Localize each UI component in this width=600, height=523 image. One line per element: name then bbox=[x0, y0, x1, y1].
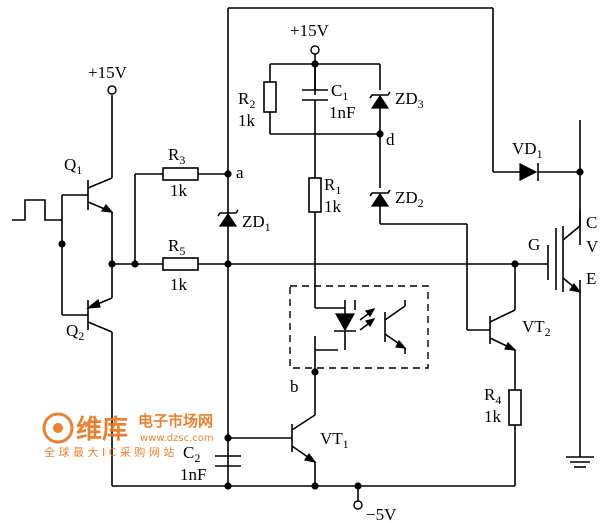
vt1-label: VT1 bbox=[320, 429, 349, 451]
vt2-label: VT2 bbox=[522, 317, 551, 339]
labels: +15V +15V −5V Q1 Q2 R3 1k R5 1k a d b ZD… bbox=[64, 21, 599, 523]
watermark-brand: 维库 bbox=[76, 414, 128, 445]
transistor-vt1 bbox=[291, 414, 317, 463]
r1-value: 1k bbox=[324, 197, 342, 216]
igbt-collector-label: C bbox=[586, 213, 597, 232]
c1-value: 1nF bbox=[329, 103, 355, 122]
r2-value: 1k bbox=[238, 111, 256, 130]
c2-label: C2 bbox=[183, 443, 200, 465]
resistor-r2 bbox=[263, 81, 277, 113]
zener-zd3 bbox=[369, 91, 391, 109]
c1-label: C1 bbox=[331, 81, 348, 103]
igbt-v-label: V bbox=[586, 237, 599, 256]
node-d-label: d bbox=[386, 130, 395, 149]
wires bbox=[12, 7, 594, 501]
r5-label: R5 bbox=[168, 236, 185, 258]
resistor-r1 bbox=[308, 177, 322, 213]
supply-label-top: +15V bbox=[290, 21, 330, 40]
r3-value: 1k bbox=[170, 181, 188, 200]
watermark: 维库 电子市场网 www.dzsc.com 全 球 最 大 I C 采 购 网 … bbox=[42, 412, 214, 459]
zd1-label: ZD1 bbox=[242, 212, 271, 234]
node-b-label: b bbox=[290, 377, 299, 396]
capacitor-c2 bbox=[215, 455, 241, 467]
optocoupler bbox=[289, 285, 429, 369]
r4-value: 1k bbox=[484, 407, 502, 426]
igbt-emitter-label: E bbox=[586, 269, 596, 288]
transistor-q1 bbox=[87, 177, 114, 213]
supply-terminals bbox=[107, 45, 363, 510]
node-a-label: a bbox=[236, 163, 244, 182]
watermark-url: www.dzsc.com bbox=[140, 433, 214, 444]
c2-value: 1nF bbox=[180, 465, 206, 484]
resistor-r5 bbox=[162, 257, 199, 271]
capacitor-c1 bbox=[302, 89, 328, 101]
transistor-q2 bbox=[86, 297, 113, 333]
resistor-r3 bbox=[162, 167, 199, 181]
r5-value: 1k bbox=[170, 275, 188, 294]
supply-label-left: +15V bbox=[88, 63, 128, 82]
supply-label-bottom: −5V bbox=[366, 505, 397, 523]
q1-label: Q1 bbox=[64, 155, 82, 177]
q2-label: Q2 bbox=[66, 321, 84, 343]
diode-vd1 bbox=[519, 163, 539, 181]
r1-label: R1 bbox=[324, 175, 341, 197]
zener-zd2 bbox=[369, 189, 391, 207]
zener-zd1 bbox=[217, 209, 239, 227]
zd2-label: ZD2 bbox=[395, 188, 424, 210]
vd1-label: VD1 bbox=[512, 139, 543, 161]
junctions bbox=[58, 60, 584, 490]
zd3-label: ZD3 bbox=[395, 89, 424, 111]
watermark-site: 电子市场网 bbox=[138, 412, 213, 430]
igbt bbox=[555, 210, 582, 293]
resistor-r4 bbox=[508, 389, 522, 426]
r2-label: R2 bbox=[238, 89, 255, 111]
igbt-gate-label: G bbox=[528, 235, 540, 254]
transistor-vt2 bbox=[489, 309, 517, 351]
r3-label: R3 bbox=[168, 145, 185, 167]
r4-label: R4 bbox=[484, 385, 501, 407]
watermark-slogan: 全 球 最 大 I C 采 购 网 站 bbox=[44, 445, 174, 459]
